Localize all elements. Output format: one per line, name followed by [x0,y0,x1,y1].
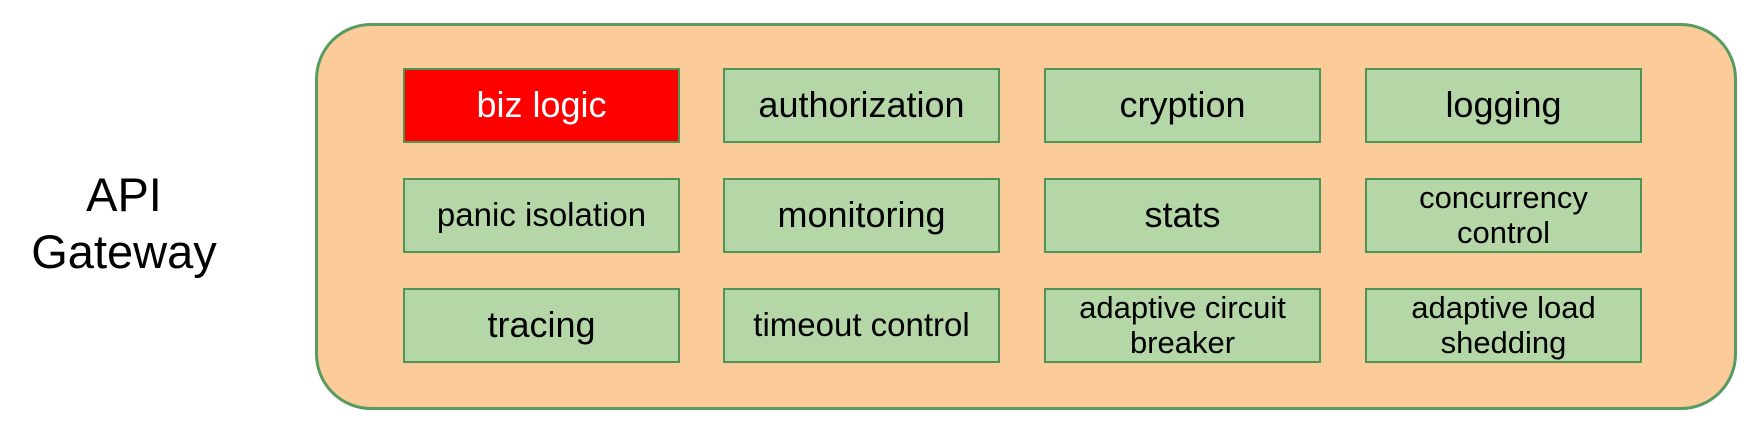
box-biz-logic: biz logic [403,68,680,143]
box-stats-label: stats [1144,194,1221,236]
box-concurrency-control-label: concurrency control [1419,179,1588,250]
box-timeout-control: timeout control [723,288,1000,363]
box-logging: logging [1365,68,1642,143]
box-monitoring-label: monitoring [777,194,946,236]
box-panic-isolation-label: panic isolation [436,196,647,234]
box-biz-logic-label: biz logic [476,84,607,126]
box-logging-label: logging [1445,84,1562,126]
box-tracing: tracing [403,288,680,363]
box-timeout-control-label: timeout control [753,306,970,344]
box-cryption-label: cryption [1119,84,1246,126]
box-authorization: authorization [723,68,1000,143]
box-authorization-label: authorization [758,84,965,126]
box-adaptive-load-shedding-label: adaptive load shedding [1411,289,1596,360]
box-adaptive-circuit-breaker-label: adaptive circuit breaker [1079,289,1286,360]
box-adaptive-circuit-breaker: adaptive circuit breaker [1044,288,1321,363]
box-tracing-label: tracing [487,304,596,346]
box-cryption: cryption [1044,68,1321,143]
box-concurrency-control: concurrency control [1365,178,1642,253]
box-panic-isolation: panic isolation [403,178,680,253]
box-adaptive-load-shedding: adaptive load shedding [1365,288,1642,363]
box-monitoring: monitoring [723,178,1000,253]
api-gateway-title: API Gateway [31,168,217,278]
box-stats: stats [1044,178,1321,253]
